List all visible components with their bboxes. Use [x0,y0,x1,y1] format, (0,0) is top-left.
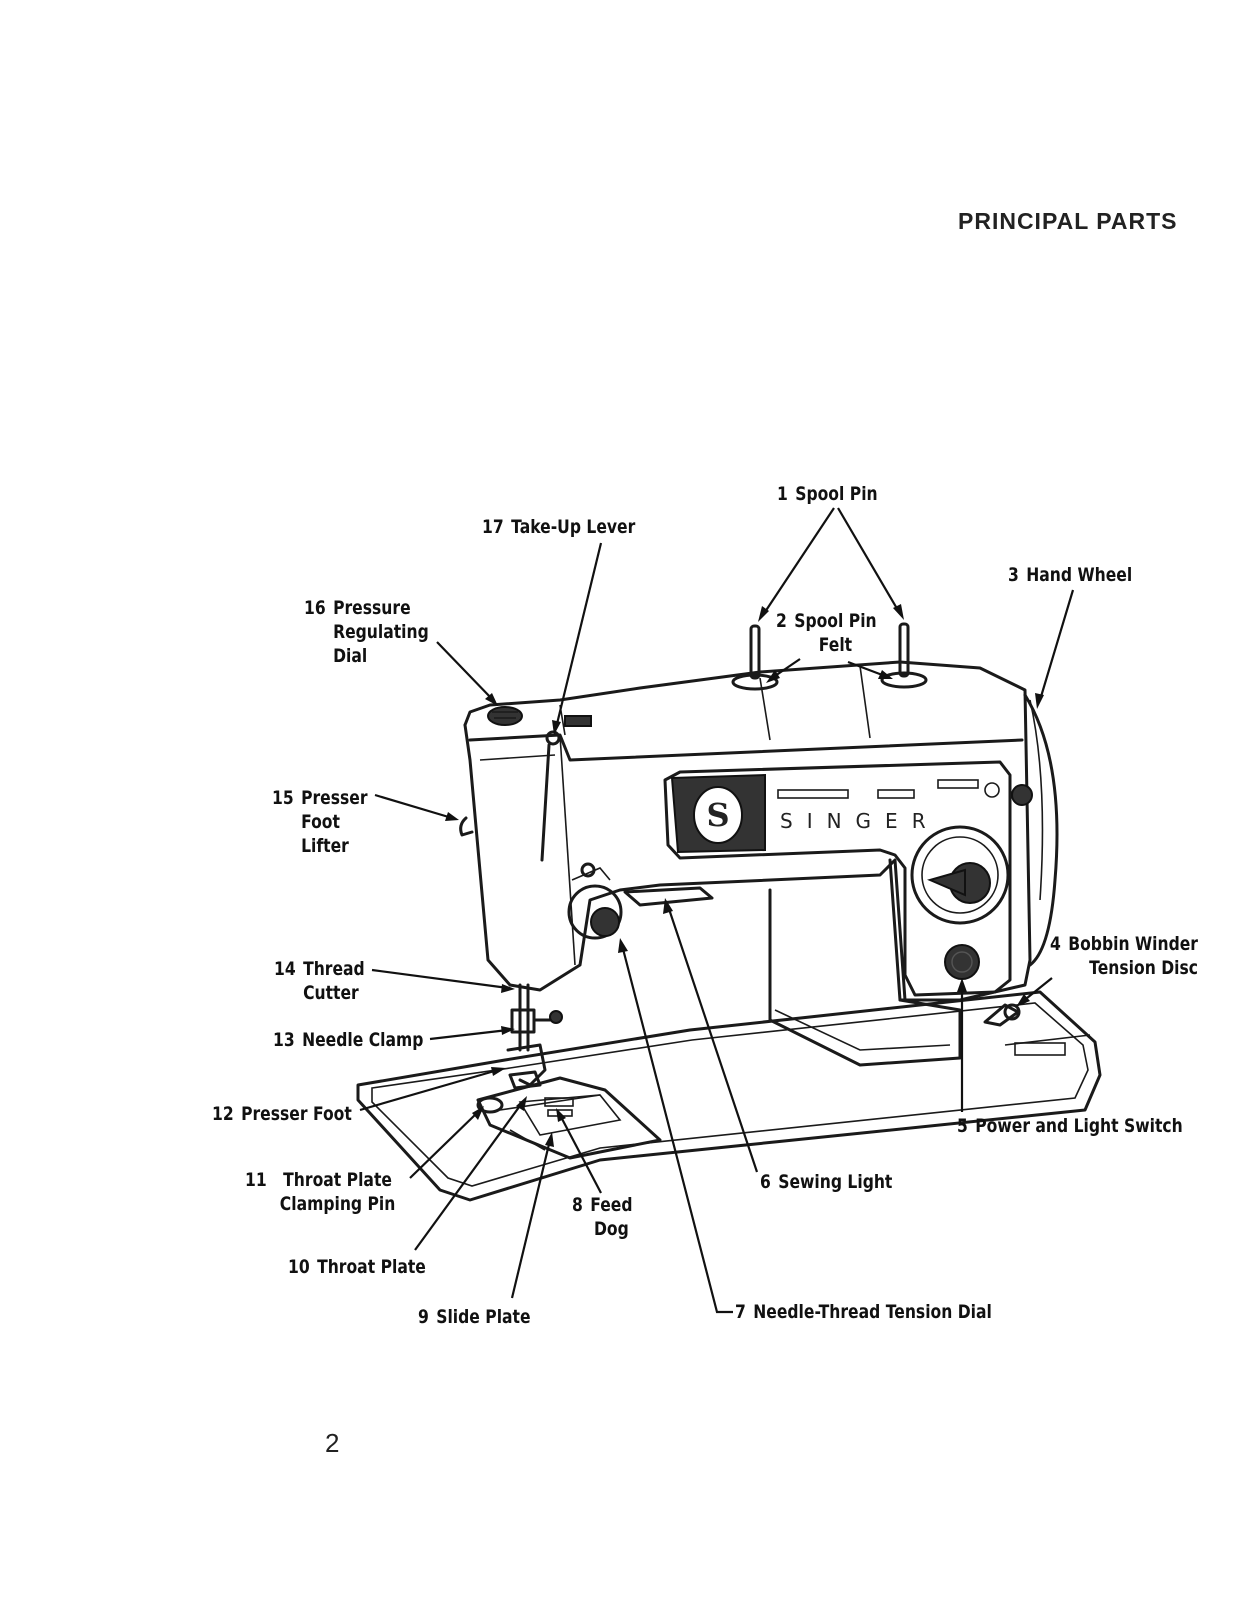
spool-pin-right [880,622,928,689]
presser-foot-lifter [459,816,474,837]
front-panel: S SINGER [663,760,1012,997]
spool-pin-leader [758,507,904,622]
machine-pedestal [768,858,962,1067]
needle-clamp-leader [429,1026,515,1041]
bobbin-winder-tension-disc-leader [1016,977,1053,1007]
hand-wheel [1011,693,1059,967]
machine-base [356,990,1102,1202]
page-heading: PRINCIPAL PARTS [958,208,1178,234]
thread-cutter-leader [371,968,515,993]
throat-plate-clamping-pin-leader [409,1106,484,1179]
leader-lines [359,507,1075,1314]
take-up-lever [540,715,592,862]
sewing-light [623,886,714,907]
throat-plate-clamping-pin [476,1096,504,1114]
slide-plate [476,1076,662,1160]
spool-pin-left [731,624,779,691]
singer-logo: S [706,796,729,834]
pattern-dial [910,825,1010,925]
slide-plate-leader [510,1132,554,1299]
needle-thread-tension-dial [567,862,623,940]
page-number: 2 [325,1428,340,1458]
sewing-light-leader [663,898,759,1173]
presser-foot-leader [359,1067,506,1112]
presser-foot-lifter-leader [374,793,459,821]
take-up-lever-leader [552,542,603,735]
hand-wheel-leader [1035,589,1075,709]
spool-pin-felt-leader [766,658,893,683]
pressure-regulating-dial-leader [436,641,498,706]
needle-thread-tension-dial-leader [618,938,733,1314]
throat-plate-leader [414,1096,527,1251]
power-and-light-switch-leader [957,978,967,1112]
power-and-light-switch [944,944,980,980]
brand-text: SINGER [780,809,940,833]
needle-assembly [506,983,563,1090]
pressure-regulating-dial [487,706,523,726]
bobbin-winder-tension-disc [983,1003,1021,1027]
feed-dog-leader [556,1108,602,1194]
